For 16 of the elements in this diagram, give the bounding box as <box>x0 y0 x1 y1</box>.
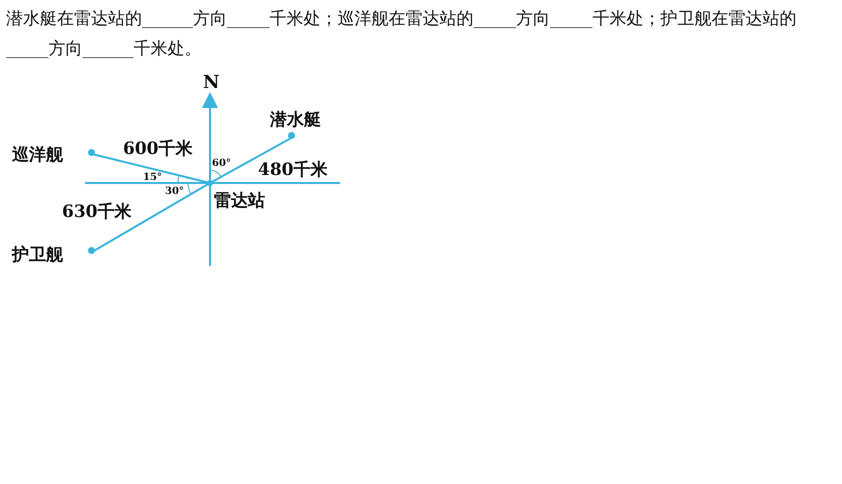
ship-point <box>12 143 96 165</box>
bearing-line <box>210 136 294 184</box>
radar-station-point <box>207 180 213 186</box>
ship-name: 潜水艇 <box>270 109 321 131</box>
distance-label: 480千米 <box>258 159 328 181</box>
angle-label: 15° <box>143 172 162 183</box>
distance-label: 600千米 <box>123 138 192 160</box>
ship-name: 护卫舰 <box>12 244 63 266</box>
ship-point <box>12 242 96 264</box>
question-text: 潜水艇在雷达站的______方向_____千米处；巡洋舰在雷达站的_____方向_____千米处；护卫舰在雷达站的_____方向______千米处。 <box>6 8 798 61</box>
ship-name: 巡洋舰 <box>12 144 63 166</box>
distance-label: 630千米 <box>62 201 132 223</box>
station-name: 雷达站 <box>214 190 265 212</box>
angle-label: 60° <box>212 158 231 169</box>
north-label: N <box>203 72 220 93</box>
angle-label: 30° <box>165 186 184 197</box>
